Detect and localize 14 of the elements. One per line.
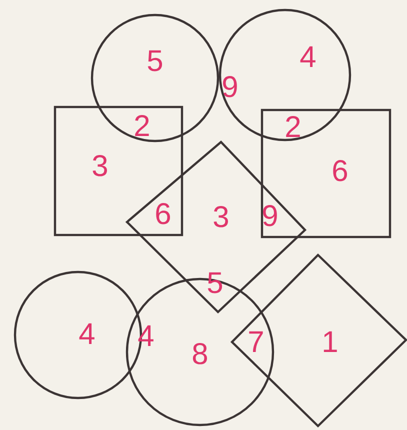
region-number: 9 (222, 73, 238, 103)
region-number: 5 (146, 47, 164, 77)
region-number: 3 (212, 203, 230, 233)
region-number: 6 (154, 200, 172, 230)
region-number: 2 (284, 113, 302, 143)
region-number: 6 (332, 157, 348, 187)
region-number: 3 (92, 152, 108, 182)
region-number: 4 (300, 43, 316, 73)
region-number: 7 (248, 328, 264, 358)
region-number: 2 (134, 112, 150, 142)
region-number: 1 (322, 328, 338, 358)
region-number: 8 (192, 340, 208, 370)
region-number: 4 (78, 320, 96, 350)
region-number: 9 (262, 202, 278, 232)
